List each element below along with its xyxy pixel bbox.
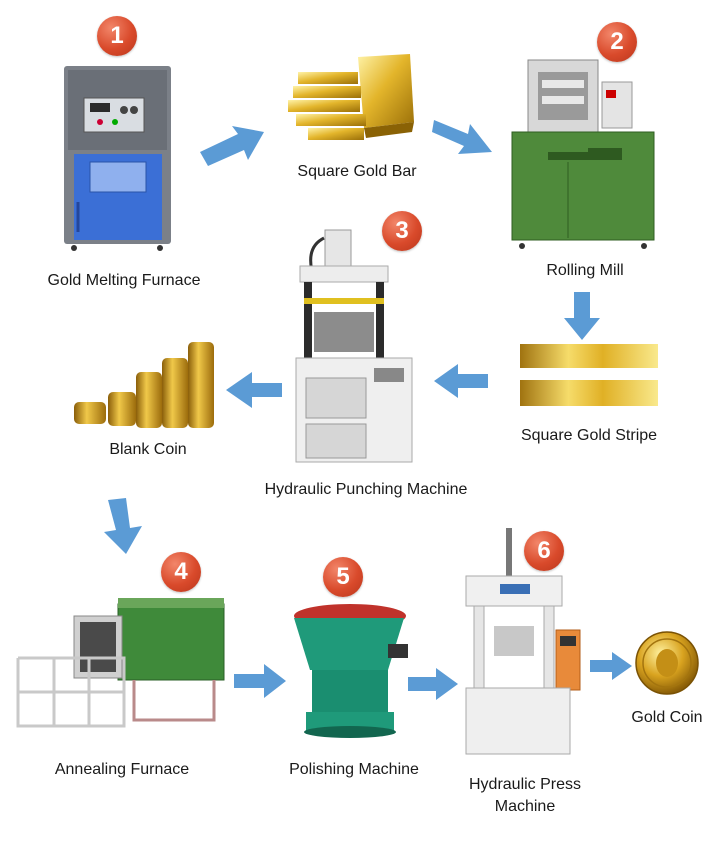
step-label-polishing-machine: Polishing Machine — [289, 761, 419, 778]
step-number-badge: 3 — [382, 211, 422, 251]
gold-coin-image — [635, 631, 699, 695]
arrow-down-icon — [104, 498, 142, 554]
step-label-rolling-mill: Rolling Mill — [546, 262, 624, 279]
step-label-hydraulic-punching-machine: Hydraulic Punching Machine — [264, 481, 468, 498]
polishing-machine-image — [294, 604, 408, 738]
arrow-right-icon — [408, 668, 458, 700]
annealing-furnace-image — [16, 598, 225, 728]
gold-melting-furnace-image — [64, 66, 171, 251]
step-number-badge: 6 — [524, 531, 564, 571]
step-label-square-gold-stripe: Square Gold Stripe — [520, 427, 658, 444]
hydraulic-punching-machine-image — [295, 229, 413, 463]
arrow-right-icon — [432, 120, 492, 154]
arrow-right-icon — [234, 664, 286, 698]
step-label-annealing-furnace: Annealing Furnace — [54, 761, 190, 778]
square-gold-stripe-image — [520, 344, 658, 406]
step-number-badge: 2 — [597, 22, 637, 62]
rolling-mill-image — [511, 59, 655, 249]
step-label-gold-coin: Gold Coin — [631, 709, 703, 726]
hydraulic-press-machine-image — [465, 528, 581, 755]
blank-coin-image — [74, 342, 214, 428]
step-number-badge: 1 — [97, 16, 137, 56]
step-label-hydraulic-press-machine: Hydraulic Press Machine — [468, 776, 582, 815]
step-label-square-gold-bar: Square Gold Bar — [297, 163, 417, 180]
arrow-right-icon — [200, 126, 264, 166]
step-label-gold-melting-furnace: Gold Melting Furnace — [47, 272, 201, 289]
step-number-badge: 4 — [161, 552, 201, 592]
arrow-right-icon — [590, 652, 632, 680]
step-label-blank-coin: Blank Coin — [109, 441, 187, 458]
arrow-left-icon — [226, 372, 282, 408]
arrow-down-icon — [564, 292, 600, 340]
step-number-badge: 5 — [323, 557, 363, 597]
arrow-left-icon — [434, 364, 488, 398]
square-gold-bar-image — [288, 54, 414, 140]
